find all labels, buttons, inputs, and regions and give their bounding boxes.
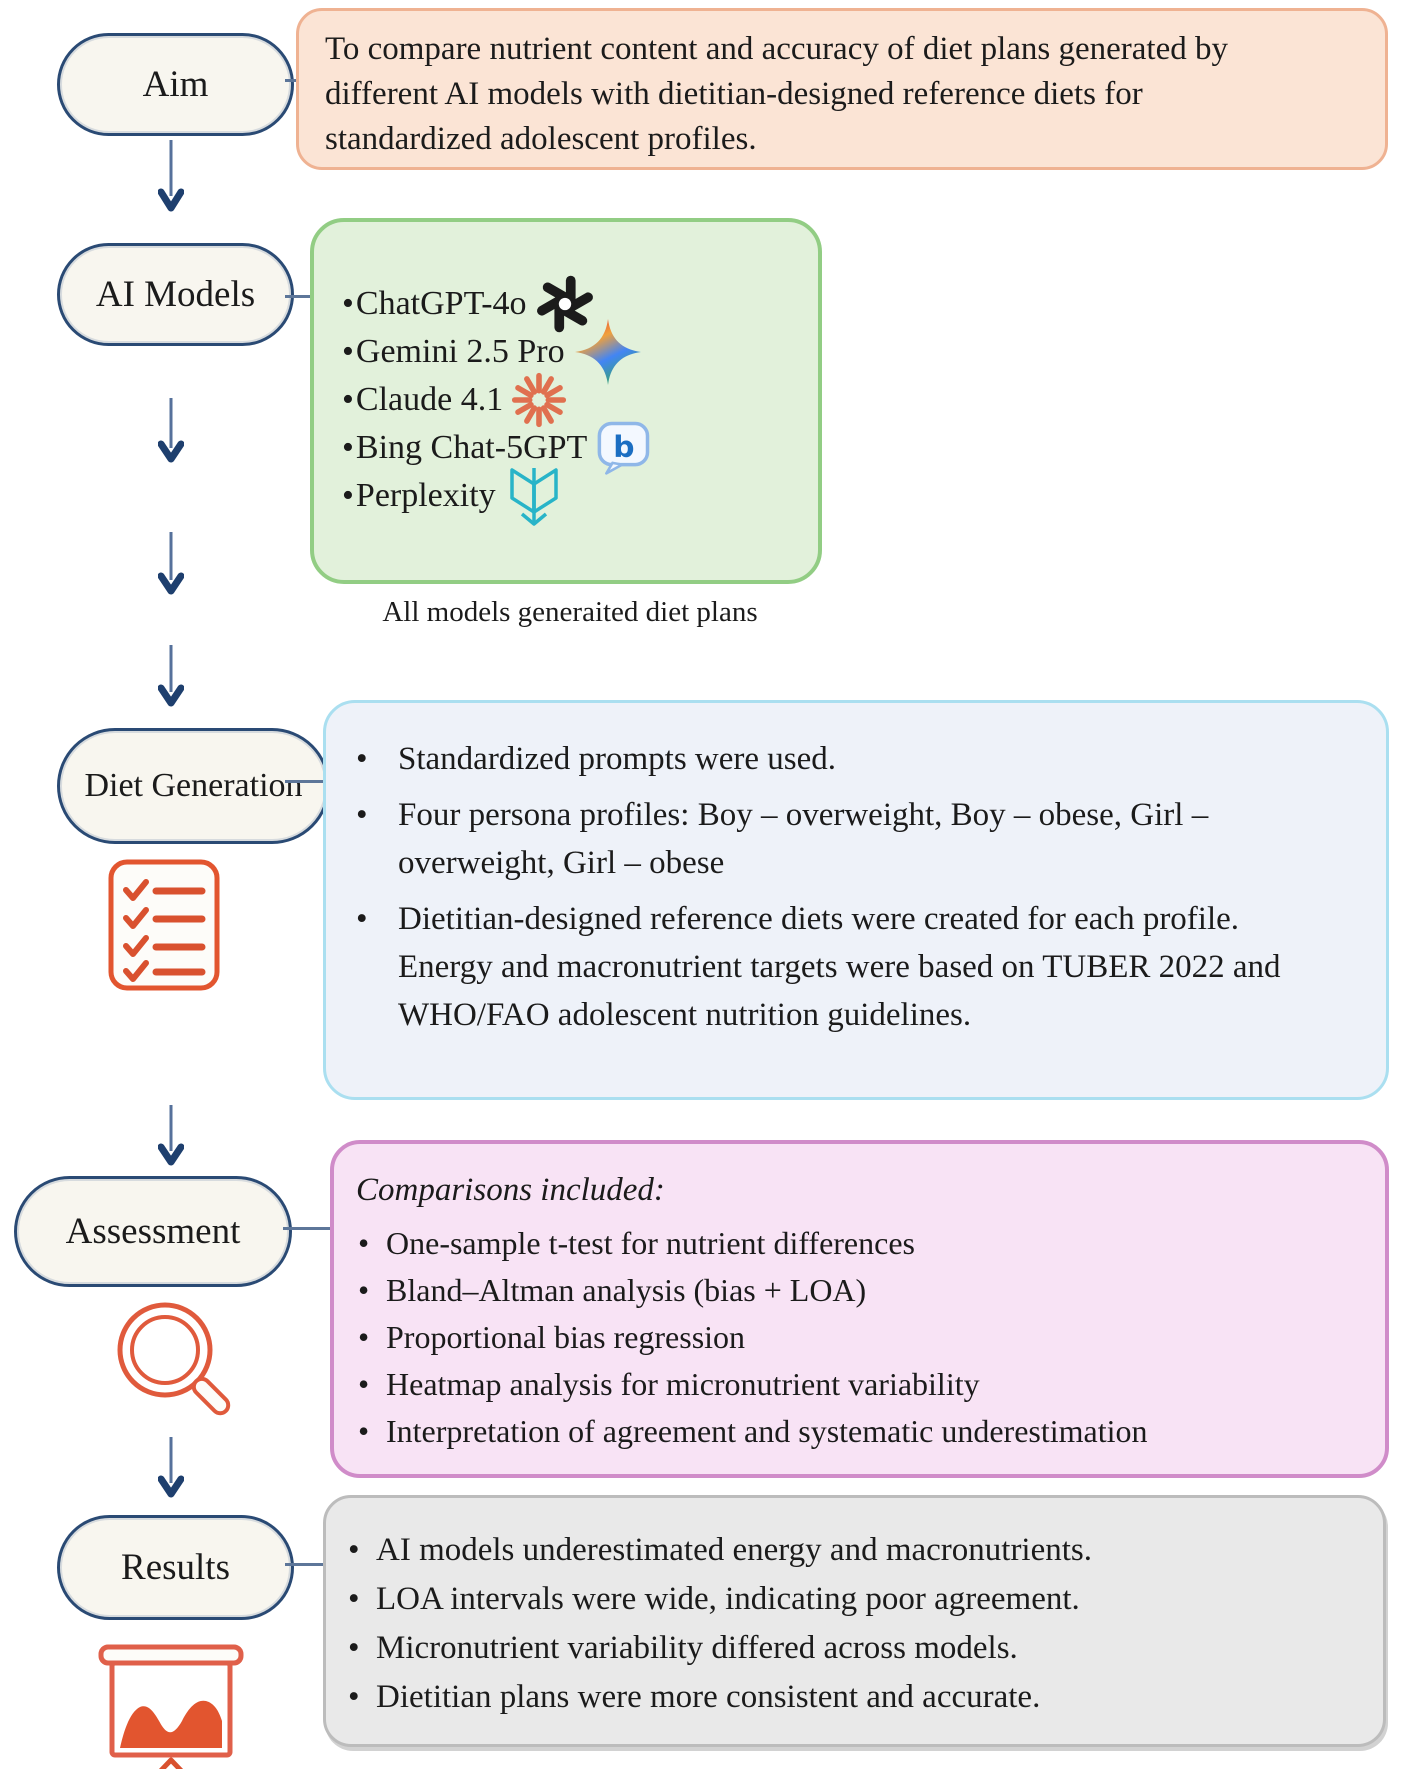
- bullet-item: Four persona profiles: Boy – overweight,…: [354, 791, 1338, 887]
- connector-line: [285, 780, 327, 783]
- down-arrow-icon: [158, 645, 184, 707]
- bullet-item: Proportional bias regression: [356, 1314, 1359, 1361]
- magnifier-icon: [117, 1302, 231, 1416]
- down-arrow-icon: [158, 532, 184, 595]
- step-aim-label: Aim: [142, 63, 209, 105]
- step-ai-models-label: AI Models: [95, 273, 256, 315]
- bullet-item: Heatmap analysis for micronutrient varia…: [356, 1361, 1359, 1408]
- bing-b-glyph: b: [614, 430, 635, 465]
- bullet-item: Standardized prompts were used.: [354, 735, 1338, 783]
- model-item: Claude 4.1: [342, 372, 808, 428]
- bing-icon: b: [595, 420, 651, 476]
- connector-line: [285, 1563, 327, 1566]
- step-ai-models-pill: AI Models: [57, 243, 294, 346]
- model-name: ChatGPT-4o: [342, 285, 527, 323]
- aim-description-text: To compare nutrient content and accuracy…: [325, 31, 1228, 157]
- ai-models-box: ChatGPT-4o Gemini 2.5 Pro: [310, 218, 822, 584]
- assessment-heading: Comparisons included:: [356, 1172, 665, 1208]
- step-results-label: Results: [121, 1546, 230, 1588]
- step-diet-generation-label: Diet Generation: [84, 766, 303, 804]
- openai-icon: [535, 274, 595, 334]
- step-diet-generation-pill: Diet Generation: [57, 728, 330, 844]
- connector-line: [285, 79, 301, 82]
- down-arrow-icon: [158, 140, 184, 212]
- model-item: ChatGPT-4o: [342, 275, 808, 333]
- bullet-item: Micronutrient variability differed acros…: [346, 1624, 1357, 1673]
- checklist-icon: [108, 859, 220, 991]
- models-caption: All models generaited diet plans: [382, 596, 758, 628]
- perplexity-icon: [504, 466, 564, 526]
- bullet-item: One-sample t-test for nutrient differenc…: [356, 1220, 1359, 1267]
- down-arrow-icon: [158, 1105, 184, 1166]
- model-item: Gemini 2.5 Pro: [342, 319, 808, 385]
- step-results-pill: Results: [57, 1515, 294, 1620]
- model-name: Perplexity: [342, 477, 496, 515]
- down-arrow-icon: [158, 1437, 184, 1498]
- bullet-item: Bland–Altman analysis (bias + LOA): [356, 1267, 1359, 1314]
- bullet-item: AI models underestimated energy and macr…: [346, 1526, 1357, 1575]
- model-name: Gemini 2.5 Pro: [342, 333, 565, 371]
- step-assessment-pill: Assessment: [14, 1176, 292, 1287]
- gemini-icon: [573, 317, 643, 387]
- bullet-item: LOA intervals were wide, indicating poor…: [346, 1575, 1357, 1624]
- diet-generation-bullets: Standardized prompts were used. Four per…: [354, 735, 1352, 1039]
- down-arrow-icon: [158, 398, 184, 463]
- step-assessment-label: Assessment: [65, 1210, 241, 1252]
- step-aim-pill: Aim: [57, 33, 294, 136]
- results-box: AI models underestimated energy and macr…: [323, 1495, 1386, 1747]
- connector-line: [283, 1227, 334, 1230]
- assessment-bullets: One-sample t-test for nutrient differenc…: [356, 1220, 1359, 1455]
- aim-description-box: To compare nutrient content and accuracy…: [296, 8, 1388, 170]
- bullet-item: Dietitian-designed reference diets were …: [354, 895, 1338, 1039]
- model-name: Claude 4.1: [342, 381, 503, 419]
- connector-line: [285, 295, 315, 298]
- results-bullets: AI models underestimated energy and macr…: [346, 1526, 1357, 1722]
- bullet-item: Interpretation of agreement and systemat…: [356, 1408, 1359, 1455]
- claude-icon: [511, 372, 567, 428]
- model-item: Bing Chat-5GPT b: [342, 421, 808, 475]
- presentation-chart-icon: [98, 1644, 244, 1769]
- model-name: Bing Chat-5GPT: [342, 429, 587, 467]
- diet-generation-box: Standardized prompts were used. Four per…: [323, 700, 1389, 1100]
- model-item: Perplexity: [342, 468, 808, 526]
- bullet-item: Dietitian plans were more consistent and…: [346, 1673, 1357, 1722]
- assessment-box: Comparisons included: One-sample t-test …: [330, 1140, 1389, 1478]
